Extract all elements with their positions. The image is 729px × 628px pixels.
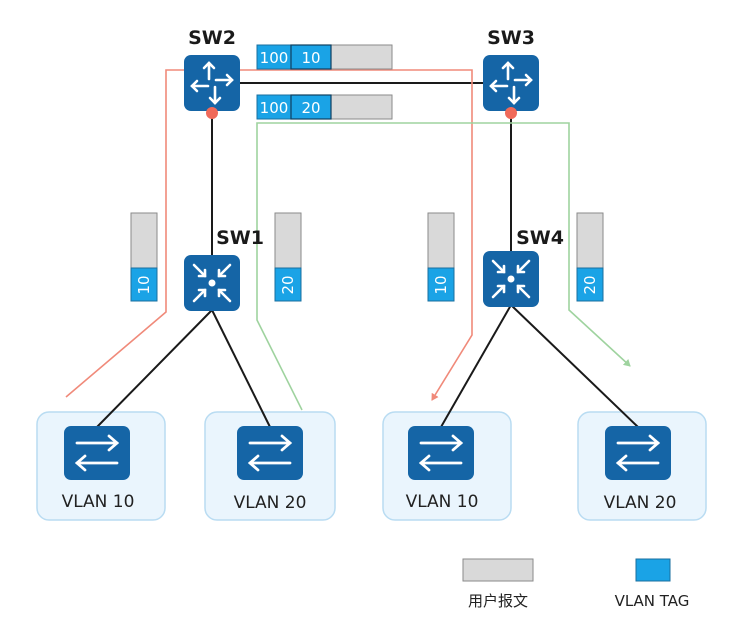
vlan-label: VLAN 10 bbox=[406, 492, 479, 512]
link-sw1-access10 bbox=[96, 309, 213, 428]
outer-tag-label: 100 bbox=[260, 99, 289, 117]
tag-label: 10 bbox=[135, 275, 153, 294]
link-sw4-access20 bbox=[510, 304, 639, 428]
vlan20-traffic-path bbox=[256, 122, 631, 411]
sw1-switch[interactable]: SW1 bbox=[184, 227, 264, 311]
access-switch-vlan10-left[interactable]: VLAN 10 bbox=[62, 426, 135, 512]
access-switch-vlan20-right[interactable]: VLAN 20 bbox=[604, 426, 677, 513]
frame-sw1-vlan20: 20 bbox=[274, 212, 302, 302]
inner-tag-label: 20 bbox=[301, 99, 320, 117]
l2-switch-icon bbox=[483, 251, 539, 307]
vlan-label: VLAN 20 bbox=[604, 493, 677, 513]
inner-tag-label: 10 bbox=[301, 49, 320, 67]
port-dot bbox=[505, 107, 517, 119]
sw4-switch[interactable]: SW4 bbox=[483, 227, 564, 307]
frame-sw4-vlan10: 10 bbox=[427, 212, 455, 302]
sw1-name: SW1 bbox=[216, 227, 264, 249]
legend-user-packet-swatch bbox=[462, 558, 534, 582]
legend-vlan-tag-swatch bbox=[635, 558, 671, 582]
legend-user-packet-label: 用户报文 bbox=[468, 592, 528, 610]
legend: 用户报文 VLAN TAG bbox=[462, 558, 690, 610]
tag-label: 20 bbox=[279, 275, 297, 294]
frame-sw4-vlan20: 20 bbox=[576, 212, 604, 302]
frame-sw1-vlan10: 10 bbox=[130, 212, 158, 302]
legend-vlan-tag-label: VLAN TAG bbox=[615, 592, 690, 610]
sw3-name: SW3 bbox=[487, 27, 535, 49]
tag-label: 10 bbox=[432, 275, 450, 294]
access-switch-vlan20-left[interactable]: VLAN 20 bbox=[234, 426, 307, 513]
l2-switch-icon bbox=[184, 255, 240, 311]
link-sw4-access10 bbox=[440, 304, 512, 428]
router-icon bbox=[184, 55, 240, 111]
access-switch-icon bbox=[605, 426, 671, 480]
router-icon bbox=[483, 55, 539, 111]
sw3-router[interactable]: SW3 bbox=[483, 27, 539, 119]
sw4-name: SW4 bbox=[516, 227, 564, 249]
access-switch-icon bbox=[64, 426, 130, 480]
trunk-frame-vlan20: 100 20 bbox=[256, 94, 393, 120]
trunk-frame-vlan10: 100 10 bbox=[256, 44, 393, 70]
vlan-label: VLAN 10 bbox=[62, 492, 135, 512]
vlan-label: VLAN 20 bbox=[234, 493, 307, 513]
access-switch-icon bbox=[237, 426, 303, 480]
outer-tag-label: 100 bbox=[260, 49, 289, 67]
sw2-name: SW2 bbox=[188, 27, 236, 49]
port-dot bbox=[206, 107, 218, 119]
tag-label: 20 bbox=[581, 275, 599, 294]
access-switch-icon bbox=[408, 426, 474, 480]
sw2-router[interactable]: SW2 bbox=[184, 27, 240, 119]
links bbox=[96, 82, 639, 428]
vlan10-traffic-path bbox=[65, 69, 473, 401]
access-switch-vlan10-right[interactable]: VLAN 10 bbox=[406, 426, 479, 512]
link-sw1-access20 bbox=[211, 309, 271, 428]
